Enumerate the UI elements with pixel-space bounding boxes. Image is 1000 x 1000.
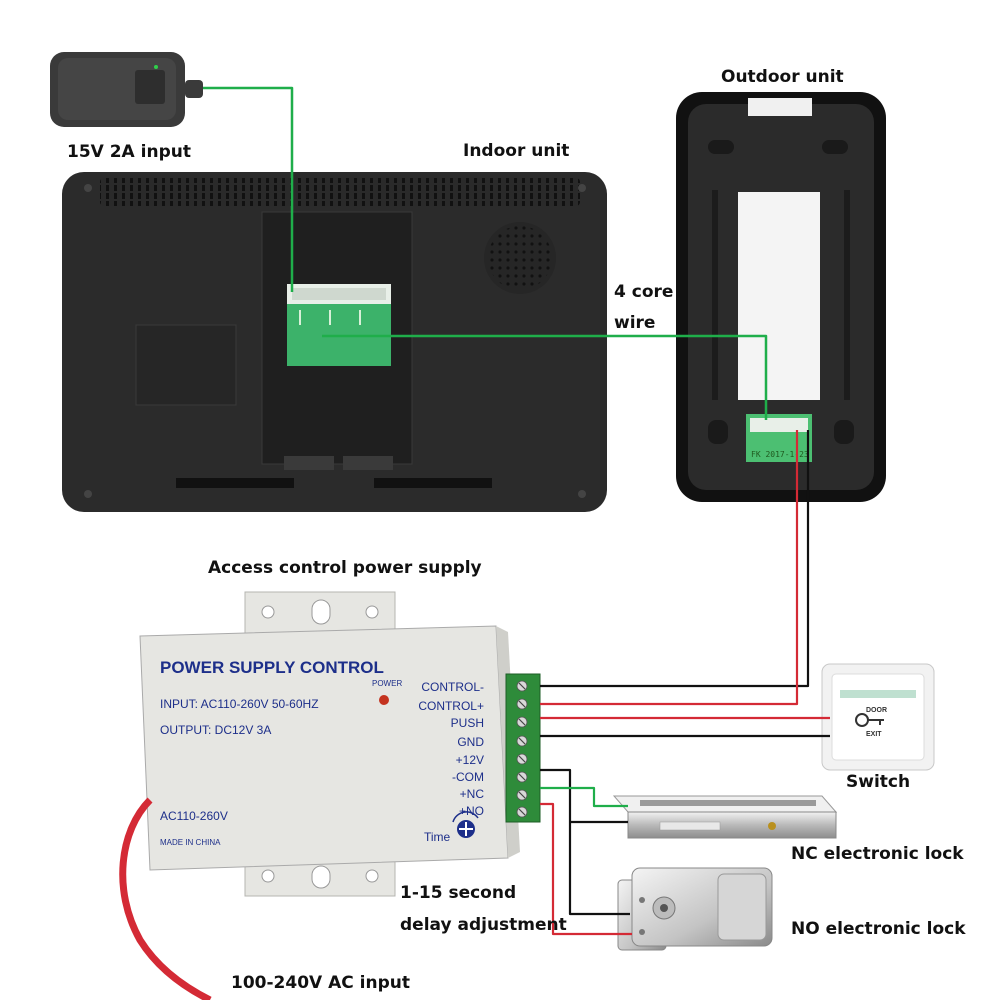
psu-made-in: MADE IN CHINA	[160, 838, 221, 847]
wire-ac-input	[119, 797, 212, 1000]
wires	[119, 86, 830, 1000]
exit-button-bottom: EXIT	[866, 731, 882, 738]
label-wire-line1: 4 core	[614, 282, 673, 302]
power-supply-box: POWER SUPPLY CONTROL INPUT: AC110-260V 5…	[139, 591, 541, 897]
indoor-connector-board	[287, 284, 391, 366]
label-switch: Switch	[846, 772, 910, 792]
psu-terminal-block	[505, 673, 541, 823]
outdoor-unit: FK 2017-1-23	[676, 92, 886, 502]
label-adapter-input: 15V 2A input	[67, 142, 191, 162]
indoor-unit	[62, 172, 607, 512]
terminal-label: PUSH	[451, 716, 484, 730]
label-power-supply: Access control power supply	[208, 558, 482, 578]
psu-input-spec: INPUT: AC110-260V 50-60HZ	[160, 697, 319, 711]
label-wire-line2: wire	[614, 313, 655, 333]
psu-power-led-label: POWER	[372, 679, 402, 688]
terminal-label: -COM	[452, 770, 484, 784]
outdoor-connector-board: FK 2017-1-23	[746, 414, 812, 462]
psu-time-label: Time	[424, 830, 451, 844]
exit-switch[interactable]: DOOR EXIT	[821, 663, 935, 771]
no-electric-lock	[617, 867, 773, 951]
power-adapter-icon	[50, 52, 203, 127]
wire-control-minus	[540, 430, 810, 688]
terminal-label: CONTROL+	[418, 699, 484, 713]
wire-control-plus	[540, 430, 799, 706]
nc-magnetic-lock	[612, 795, 838, 839]
terminal-label: CONTROL-	[421, 680, 484, 694]
knob-icon[interactable]	[452, 811, 479, 838]
psu-output-spec: OUTPUT: DC12V 3A	[160, 723, 271, 737]
power-adapter	[50, 52, 203, 127]
wire-com	[540, 768, 630, 916]
psu-title: POWER SUPPLY CONTROL	[160, 658, 384, 677]
label-delay-line1: 1-15 second	[400, 883, 516, 903]
exit-button-top: DOOR	[866, 707, 887, 714]
labels: 15V 2A input Indoor unit Outdoor unit 4 …	[67, 67, 966, 993]
label-delay-line2: delay adjustment	[400, 915, 567, 935]
terminal-label: +NC	[460, 787, 485, 801]
label-nc-lock: NC electronic lock	[791, 844, 964, 864]
psu-terminal-labels: CONTROL- CONTROL+ PUSH GND +12V -COM +NC…	[418, 680, 484, 818]
wire-indoor-to-outdoor	[322, 334, 768, 420]
terminal-label: +12V	[456, 753, 484, 767]
terminal-label: +NO	[459, 804, 484, 818]
wire-no	[540, 802, 632, 936]
wire-nc	[540, 786, 628, 808]
psu-ac-label: AC110-260V	[160, 809, 228, 823]
label-ac-input: 100-240V AC input	[231, 973, 410, 993]
label-no-lock: NO electronic lock	[791, 919, 966, 939]
label-outdoor-unit: Outdoor unit	[721, 67, 844, 87]
terminal-label: GND	[457, 735, 484, 749]
key-icon	[855, 713, 884, 727]
outdoor-board-label: FK 2017-1-23	[751, 450, 809, 459]
label-indoor-unit: Indoor unit	[463, 141, 569, 161]
psu-power-led	[379, 695, 389, 705]
wire-adapter-to-indoor	[203, 86, 294, 292]
